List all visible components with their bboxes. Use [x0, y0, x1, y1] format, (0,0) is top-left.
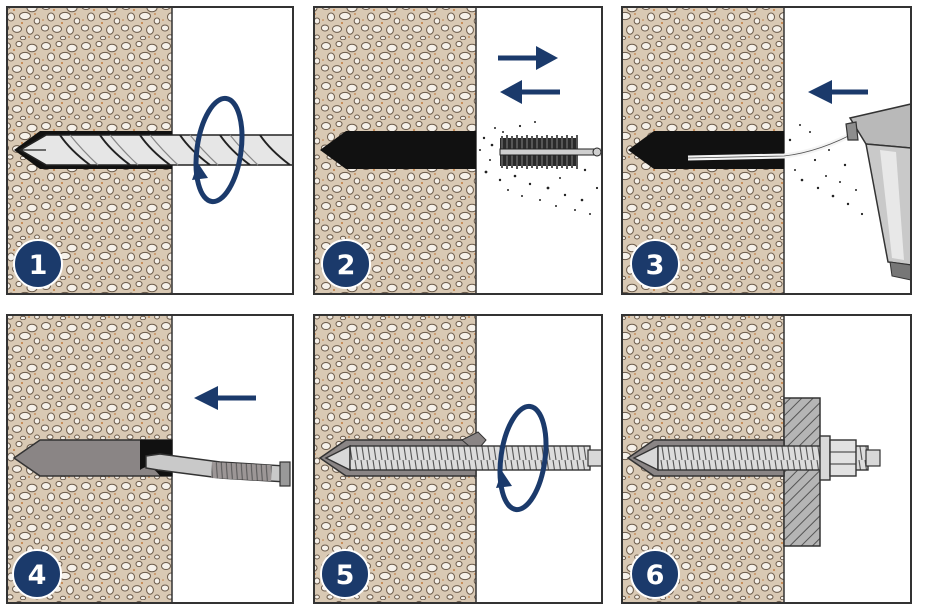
step-number: 1	[29, 250, 48, 281]
step-1-panel: 1	[6, 6, 294, 295]
step-2-panel: 2	[313, 6, 603, 295]
step-3-panel: 3	[621, 6, 912, 295]
step-number-badge: 6	[630, 549, 680, 599]
step-4-panel: 4	[6, 314, 294, 604]
step-number-badge: 5	[320, 549, 370, 599]
fixture-plate	[783, 397, 821, 547]
rotation-arrow-icon	[496, 403, 549, 513]
step-number-badge: 4	[12, 549, 62, 599]
step-number-badge: 1	[13, 239, 63, 289]
step-number: 5	[336, 560, 355, 591]
threaded-rod-icon	[324, 444, 603, 472]
back-and-forth-arrows-icon	[498, 46, 560, 104]
drill-hole	[320, 131, 476, 169]
rotation-arrow-icon	[192, 95, 245, 205]
step-number: 2	[337, 250, 356, 281]
drill-bit-icon	[18, 134, 294, 166]
dust-particles	[479, 121, 599, 215]
step-number: 3	[646, 250, 665, 281]
step-number: 4	[28, 560, 47, 591]
cleaning-brush-icon	[499, 135, 602, 169]
step-6-panel: 6	[621, 314, 912, 604]
step-number-badge: 2	[321, 239, 371, 289]
left-arrow-icon	[808, 80, 868, 104]
step-5-panel: 5	[313, 314, 603, 604]
step-number-badge: 3	[630, 239, 680, 289]
nut-washer-plate-icon	[632, 435, 881, 481]
mixer-nozzle-icon	[145, 453, 291, 487]
drill-hole	[628, 131, 784, 169]
step-number: 6	[646, 560, 665, 591]
dust-particles	[788, 124, 864, 216]
left-arrow-icon	[194, 386, 256, 410]
